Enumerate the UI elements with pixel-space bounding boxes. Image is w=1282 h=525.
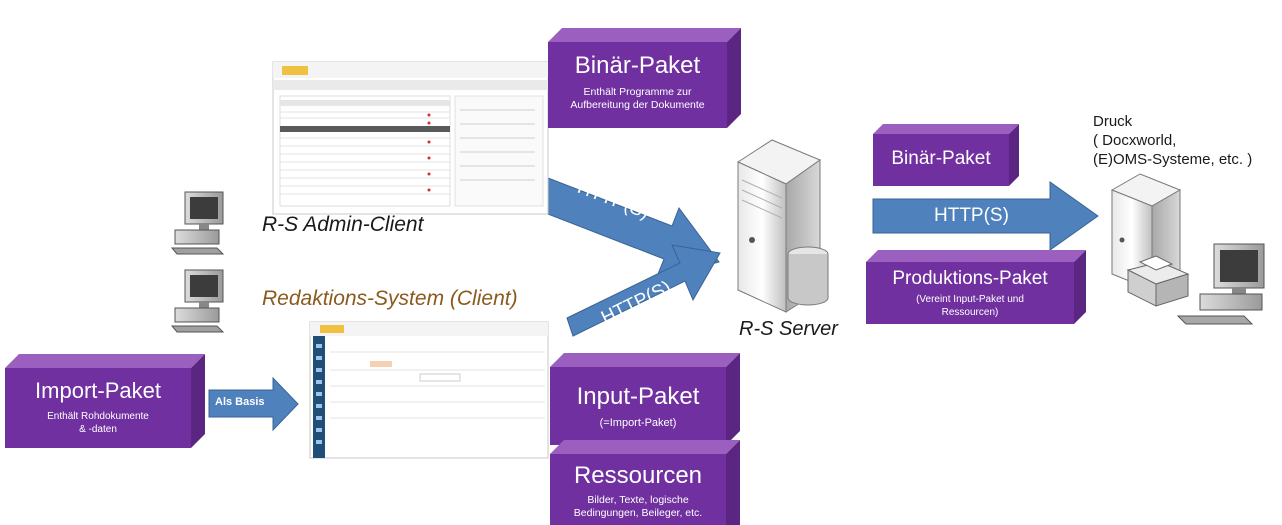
druck-computer-icon [1176,243,1265,325]
binaer-paket-server-title: Binär-Paket [891,148,991,169]
redaktions-computer-icon [170,269,225,333]
http-arrow-lower [566,244,721,337]
import-paket-box: Import-Paket Enthält Rohdokumente & -dat… [5,354,205,448]
server-icon [736,139,829,313]
input-paket-subtitle: (=Import-Paket) [599,417,677,429]
druck-title: Druck [1093,113,1133,130]
input-paket-box: Input-Paket (=Import-Paket) [550,353,740,445]
druck-line-3: (E)OMS-Systeme, etc. ) [1093,151,1253,168]
admin-client-label: R-S Admin-Client [262,213,424,236]
als-basis-label: Als Basis [215,396,265,408]
ressourcen-subtitle: Bilder, Texte, logische Bedingungen, Bei… [573,494,703,519]
binaer-paket-box-server: Binär-Paket [873,124,1019,186]
ressourcen-title: Ressourcen [573,462,703,489]
admin-computer-icon [170,191,225,255]
redaktions-screenshot [309,321,549,459]
http-right-label: HTTP(S) [934,205,1009,226]
printer-icon [1126,255,1190,307]
als-basis-arrow [208,376,299,432]
binaer-paket-title: Binär-Paket [574,52,701,79]
produktions-paket-subtitle: (Vereint Input-Paket und Ressourcen) [916,294,1024,318]
produktions-paket-title: Produktions-Paket [892,268,1048,289]
server-label: R-S Server [739,318,838,340]
produktions-paket-box: Produktions-Paket (Vereint Input-Paket u… [866,250,1086,324]
redaktions-system-label: Redaktions-System (Client) [262,287,518,310]
import-paket-subtitle: Enthält Rohdokumente & -daten [47,411,149,435]
http-arrow-right [872,181,1099,251]
input-paket-title: Input-Paket [576,383,700,410]
admin-client-screenshot [272,61,549,215]
druck-line-2: ( Docxworld, [1093,132,1177,149]
ressourcen-box: Ressourcen Bilder, Texte, logische Bedin… [550,440,740,525]
import-paket-title: Import-Paket [35,378,161,403]
binaer-paket-box: Binär-Paket Enthält Programme zur Aufber… [548,28,741,128]
binaer-paket-subtitle: Enthält Programme zur Aufbereitung der D… [570,86,705,111]
druck-label: Druck ( Docxworld, (E)OMS-Systeme, etc. … [1093,112,1252,169]
druck-server-icon [1110,173,1182,291]
